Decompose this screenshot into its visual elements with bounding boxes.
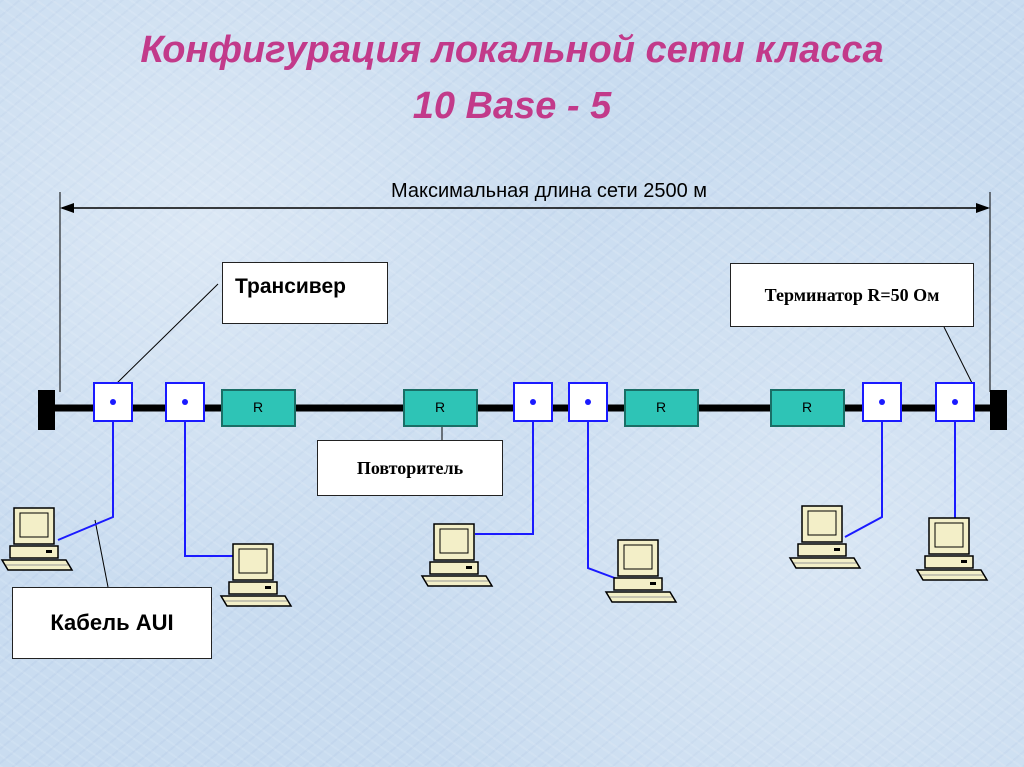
terminator-icon	[38, 390, 55, 430]
computer-icon	[220, 543, 292, 607]
arrow-head-left	[60, 203, 74, 213]
repeater-box: R	[624, 389, 699, 427]
repeater-label: R	[253, 399, 263, 415]
repeater-label: R	[802, 399, 812, 415]
repeaters: R R R R	[221, 389, 845, 427]
transceiver-label: Трансивер	[222, 262, 388, 324]
page-subtitle: 10 Base - 5	[412, 85, 612, 127]
drop-cable	[184, 402, 235, 557]
transceiver-icon	[165, 382, 205, 422]
transceiver-icon	[93, 382, 133, 422]
terminator-label: Терминатор R=50 Ом	[730, 263, 974, 327]
transceiver-icon	[513, 382, 553, 422]
repeater-box: R	[403, 389, 478, 427]
drop-cable	[475, 402, 534, 535]
transceiver-icon	[568, 382, 608, 422]
computer-icon	[916, 517, 988, 581]
repeater-callout: Повторитель	[317, 440, 503, 496]
transceiver-icon	[862, 382, 902, 422]
computer-icon	[789, 505, 861, 569]
terminator-pointer	[943, 326, 974, 386]
computer-icon	[605, 539, 677, 603]
transceivers	[93, 382, 975, 422]
arrow-head-right	[976, 203, 990, 213]
aui-pointer	[94, 519, 109, 588]
drop-cable	[587, 402, 621, 581]
drop-cable	[57, 402, 114, 541]
repeater-box: R	[221, 389, 296, 427]
transceiver-pointer	[114, 283, 219, 386]
terminator-icon	[990, 390, 1007, 430]
repeater-box: R	[770, 389, 845, 427]
aui-cable-label: Кабель AUI	[12, 587, 212, 659]
repeater-label: R	[435, 399, 445, 415]
repeater-label: R	[656, 399, 666, 415]
dimension-label: Максимальная длина сети 2500 м	[391, 180, 707, 202]
page-title: Конфигурация локальной сети класса	[140, 29, 884, 71]
transceiver-icon	[935, 382, 975, 422]
drop-cable	[844, 402, 883, 538]
